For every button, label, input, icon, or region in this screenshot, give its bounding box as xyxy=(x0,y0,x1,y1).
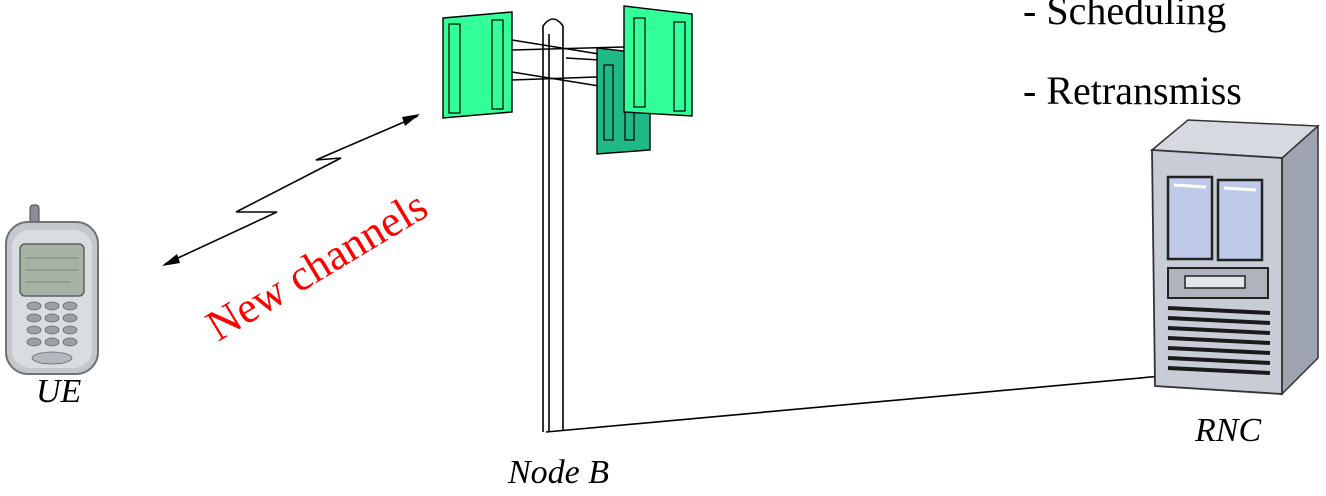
bullet-scheduling: - Scheduling xyxy=(1023,0,1226,33)
node-b-rnc-link xyxy=(545,375,1173,433)
node-b-label: Node B xyxy=(507,454,609,491)
arrowhead-left xyxy=(162,254,180,266)
radio-link xyxy=(162,114,420,266)
mobile-phone-icon xyxy=(5,204,99,375)
antenna-panel-left xyxy=(442,11,513,119)
ue-label: UE xyxy=(36,373,82,410)
radio-link-zigzag xyxy=(164,115,419,265)
bullet-retransmission: - Retransmiss xyxy=(1023,68,1242,113)
arrowhead-right xyxy=(402,114,420,126)
rnc-label: RNC xyxy=(1194,412,1261,449)
antenna-panel-right xyxy=(623,5,693,117)
server-tower-icon xyxy=(1150,119,1320,396)
link-label-new-channels: New channels xyxy=(198,181,436,351)
antenna-mast-icon xyxy=(442,5,693,432)
